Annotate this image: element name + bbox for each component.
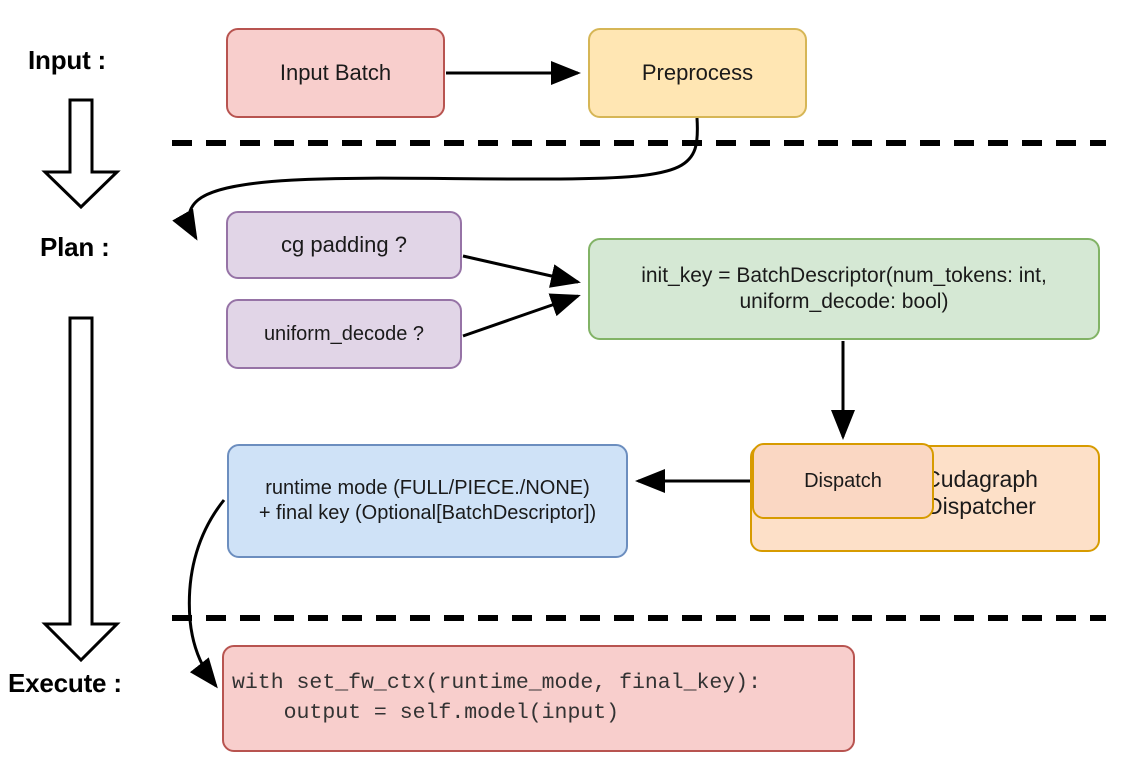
node-cg-padding[interactable]: cg padding ?: [226, 211, 462, 279]
input-to-plan-arrow: [41, 98, 121, 210]
cg-padding-to-init-key-connector: [462, 254, 581, 288]
stage-label-plan: Plan :: [40, 232, 110, 262]
cudagraph-dispatcher-label-line2: Dispatcher: [926, 493, 1036, 520]
cudagraph-dispatcher-label: Cudagraph Dispatcher: [875, 466, 1087, 520]
node-preprocess[interactable]: Preprocess: [588, 28, 807, 118]
node-uniform-decode[interactable]: uniform_decode ?: [226, 299, 462, 369]
node-input-batch[interactable]: Input Batch: [226, 28, 445, 118]
node-runtime-mode[interactable]: runtime mode (FULL/PIECE./NONE) + final …: [227, 444, 628, 558]
cudagraph-dispatcher-label-line1: Cudagraph: [924, 466, 1038, 492]
plan-to-execute-arrow: [41, 316, 121, 663]
node-execute-code[interactable]: with set_fw_ctx(runtime_mode, final_key)…: [222, 645, 855, 752]
node-dispatch[interactable]: Dispatch: [752, 443, 934, 519]
node-init-key[interactable]: init_key = BatchDescriptor(num_tokens: i…: [588, 238, 1100, 340]
uniform-decode-to-init-key-connector: [462, 293, 581, 338]
preprocess-to-cg-padding-connector: [172, 117, 699, 241]
runtime-mode-to-execute-connector: [187, 499, 226, 689]
stage-label-input: Input :: [28, 45, 107, 75]
stage-label-execute: Execute :: [8, 668, 122, 698]
